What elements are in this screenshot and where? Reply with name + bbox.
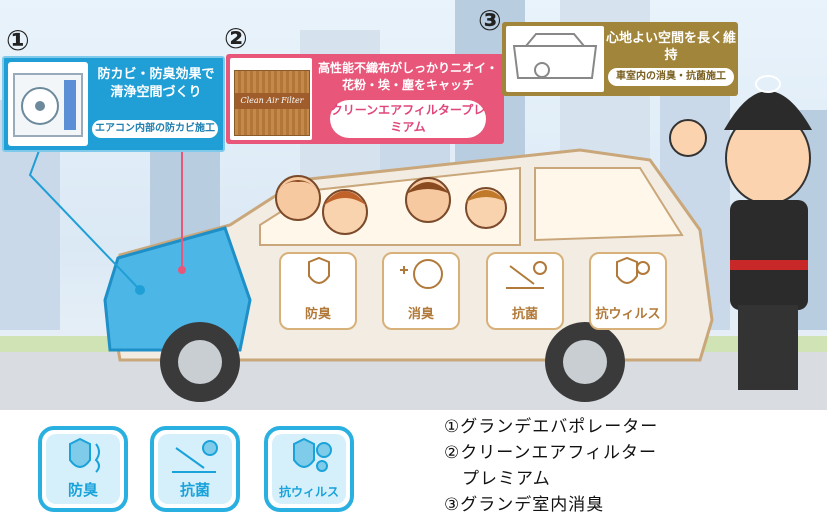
mechanic-belt — [730, 260, 808, 270]
leader-dot-1 — [135, 285, 145, 295]
car-icon-label: 消臭 — [407, 307, 434, 322]
girl-hair — [466, 190, 506, 202]
mother-hair — [323, 191, 367, 206]
callout-1-subtitle: エアコン内部の防カビ施工 — [92, 120, 218, 138]
shield-odor-icon — [69, 437, 100, 473]
car-icon-label: 抗菌 — [511, 307, 538, 322]
car-icon-deodorize-prevent: 防臭 — [279, 252, 357, 330]
icon-bg — [272, 434, 346, 504]
father-hair — [276, 180, 320, 192]
road — [0, 352, 827, 410]
callout-number-2: ② — [224, 22, 248, 55]
rear-hub — [563, 340, 607, 384]
mechanic-cap — [724, 91, 812, 130]
shield-virus-icon — [293, 437, 332, 472]
mechanic-body — [730, 200, 808, 310]
icon-bg — [158, 434, 232, 504]
car-interior-icon — [512, 33, 598, 79]
leader-dot-2 — [178, 266, 186, 274]
filter-product-label: Clean Air Filter — [235, 93, 309, 109]
product-legend: ①グランデエバポレーター ②クリーンエアフィルター プレミアム ③グランデ室内消… — [444, 414, 804, 518]
callout-number-3: ③ — [478, 4, 502, 37]
car-icon-label: 抗ウィルス — [595, 307, 661, 322]
filter-product-image: Clean Air Filter — [230, 58, 312, 140]
mother-face — [322, 189, 368, 235]
bottom-icon-deodorize-prevent: 防臭 — [38, 426, 128, 512]
nose-sparkle-icon — [400, 259, 443, 289]
shield-virus-icon — [616, 256, 650, 284]
bottom-icon-antiviral: 抗ウィルス — [264, 426, 354, 512]
filter-icon: Clean Air Filter — [234, 70, 310, 136]
germ-block-icon — [172, 440, 218, 473]
father-face — [275, 175, 321, 221]
callout-2-title: 高性能不織布がしっかりニオイ・花粉・埃・塵をキャッチ — [317, 61, 498, 92]
illustration-scene: ① 防カビ・防臭効果で清浄空間づくり エアコン内部の防カビ施工 ② Clean … — [0, 0, 827, 410]
bottom-icon-label: 防臭 — [67, 481, 98, 499]
bottom-icon-label: 抗菌 — [179, 481, 210, 499]
callout-3-title: 心地よい空間を長く維持 — [606, 31, 737, 63]
bottom-icon-antibacterial: 抗菌 — [150, 426, 240, 512]
legend-item: ②クリーンエアフィルター — [444, 443, 658, 463]
thumbs-up-hand — [669, 119, 707, 157]
callout-1-title: 防カビ・防臭効果で清浄空間づくり — [97, 67, 215, 100]
van-hood — [103, 226, 252, 352]
callout-evaporator: 防カビ・防臭効果で清浄空間づくり エアコン内部の防カビ施工 — [2, 56, 225, 152]
boy-hair — [406, 182, 450, 194]
van-rear-window — [534, 167, 684, 242]
icon-bg — [46, 434, 120, 504]
legend-item: ①グランデエバポレーター — [444, 417, 659, 437]
leader-line-1 — [28, 147, 141, 291]
aircon-unit-image — [8, 62, 88, 146]
car-icon-antiviral: 抗ウィルス — [589, 252, 667, 330]
car-icon-label: 防臭 — [304, 307, 331, 322]
bottom-icon-label: 抗ウィルス — [278, 485, 339, 499]
toyota-cap-logo — [755, 75, 781, 93]
callout-air-filter: Clean Air Filter 高性能不織布がしっかりニオイ・花粉・埃・塵をキ… — [226, 54, 504, 144]
shield-odor-icon — [308, 256, 330, 284]
callout-3-subtitle: 車室内の消臭・抗菌施工 — [608, 68, 734, 86]
callout-2-subtitle: クリーンエアフィルタープレミアム — [330, 100, 486, 138]
front-hub — [178, 340, 222, 384]
mechanic-legs — [738, 305, 798, 390]
car-icon-antibacterial: 抗菌 — [486, 252, 564, 330]
legend-item: プレミアム — [444, 469, 551, 489]
legend-item: ③グランデ室内消臭 — [444, 495, 605, 515]
fan-icon — [13, 73, 83, 137]
germ-block-icon — [506, 261, 547, 289]
callout-number-1: ① — [6, 24, 30, 57]
car-icon-deodorize: 消臭 — [382, 252, 460, 330]
car-interior-image — [506, 26, 604, 92]
callout-interior-deodorize: 心地よい空間を長く維持 車室内の消臭・抗菌施工 — [502, 22, 738, 96]
